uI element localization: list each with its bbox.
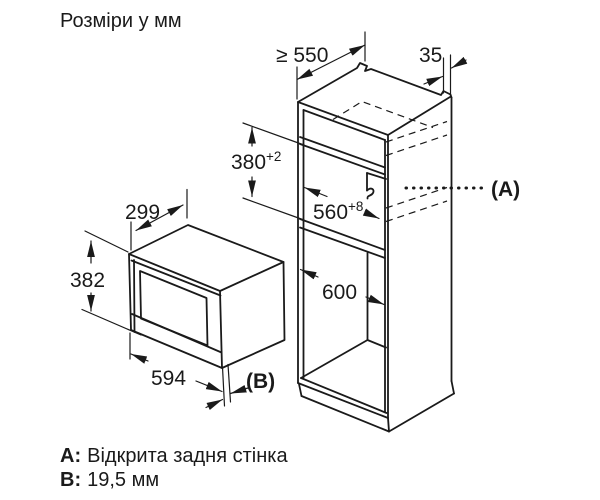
callout-b-label: (B) — [246, 370, 275, 393]
dim-lower-niche-width-label: 600 — [322, 281, 357, 304]
dim-top-clearance-label: 35 — [419, 44, 442, 67]
dim-niche-height: 380+2 — [231, 122, 305, 221]
dim-appliance-height: 382 — [70, 230, 142, 336]
cabinet-hidden-edges — [332, 100, 448, 223]
dim-lower-niche-width: 600 — [299, 268, 385, 306]
legend-line-b: B:19,5 мм — [60, 469, 159, 491]
dim-door-protrusion: (B) — [205, 363, 275, 410]
microwave-outline — [128, 224, 286, 369]
dim-appliance-depth-label: 299 — [125, 201, 160, 224]
dim-niche-width: 560+8 — [303, 186, 380, 224]
page-title: Розміри у мм — [60, 10, 182, 32]
legend-line-a: A:Відкрита задня стінка — [60, 445, 288, 467]
dim-niche-height-label: 380+2 — [231, 149, 281, 174]
legend: A:Відкрита задня стінка B:19,5 мм — [60, 445, 288, 491]
dim-appliance-height-label: 382 — [70, 269, 105, 292]
callout-a-label: (A) — [491, 178, 520, 201]
dim-cabinet-depth: ≥ 550 — [276, 31, 366, 100]
dim-top-clearance: 35 — [419, 44, 468, 97]
dim-niche-width-label: 560+8 — [313, 199, 363, 224]
dim-cabinet-depth-label: ≥ 550 — [276, 44, 328, 67]
dim-appliance-depth: 299 — [125, 188, 188, 251]
callout-a: (A) — [404, 178, 520, 201]
dim-appliance-width: 594 — [129, 332, 226, 407]
cabinet-outline — [297, 62, 455, 433]
dim-appliance-width-label: 594 — [151, 367, 186, 390]
